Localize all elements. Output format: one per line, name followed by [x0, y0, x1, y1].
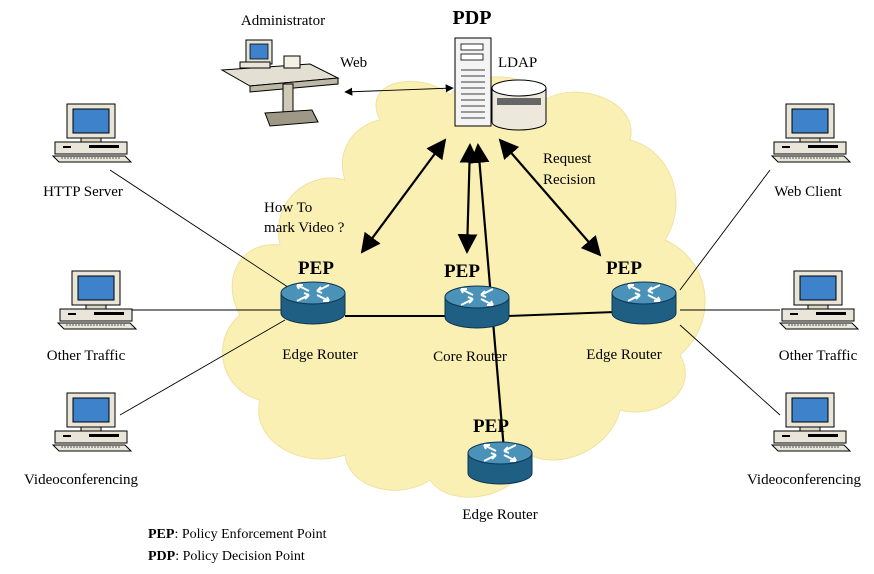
pep-label-right: PEP: [606, 258, 642, 279]
right-edge-router: [611, 281, 677, 325]
backbone-links: [345, 311, 616, 317]
arrow-pdp-left-edge: [360, 138, 447, 254]
pep-label-left: PEP: [298, 258, 334, 279]
left-other-traffic-computer: [57, 270, 137, 330]
left-other-traffic-label: Other Traffic: [47, 348, 126, 364]
legend-pdp-definition: : Policy Decision Point: [175, 549, 305, 564]
request-annotation-line1: Request: [543, 151, 592, 167]
legend-pep-term: PEP: [148, 527, 175, 542]
link-right-video: [679, 324, 781, 416]
legend-pdp-term: PDP: [148, 549, 176, 564]
left-edge-router: [280, 281, 346, 325]
arrow-pdp-core: [457, 143, 480, 254]
pdp-server: [454, 37, 492, 127]
web-client-computer: [771, 103, 851, 163]
web-label: Web: [340, 55, 367, 71]
right-edge-router-label: Edge Router: [586, 347, 661, 363]
pep-label-bottom: PEP: [473, 416, 509, 437]
policy-arrows: [360, 138, 602, 464]
left-videoconferencing-label: Videoconferencing: [24, 472, 139, 488]
web-client-label: Web Client: [774, 184, 842, 200]
left-videoconferencing-computer: [52, 392, 132, 452]
right-videoconferencing-label: Videoconferencing: [747, 472, 862, 488]
http-server-label: HTTP Server: [43, 184, 123, 200]
core-router-label: Core Router: [433, 349, 507, 365]
link-core-right: [507, 311, 616, 317]
pdp-title: PDP: [453, 7, 492, 29]
right-other-traffic-label: Other Traffic: [779, 348, 858, 364]
right-other-traffic-computer: [779, 270, 859, 330]
link-web-client: [679, 169, 771, 291]
administrator-workstation: [220, 39, 340, 127]
bottom-edge-router-label: Edge Router: [462, 507, 537, 523]
legend-pep-definition: : Policy Enforcement Point: [174, 527, 326, 542]
left-edge-router-label: Edge Router: [282, 347, 357, 363]
ldap-label: LDAP: [498, 55, 537, 71]
host-links: [109, 84, 781, 416]
request-annotation-line2: Recision: [543, 172, 596, 188]
legend-pdp: PDP: Policy Decision Point: [148, 549, 305, 564]
ldap-database: [491, 79, 547, 131]
bottom-edge-router: [467, 441, 533, 485]
how-to-annotation-line1: How To: [264, 200, 312, 216]
arrow-pdp-right-edge: [498, 138, 602, 257]
pep-label-core: PEP: [444, 261, 480, 282]
administrator-label: Administrator: [241, 13, 325, 29]
legend-pep: PEP: Policy Enforcement Point: [148, 527, 327, 542]
legend: PEP: Policy Enforcement Point PDP: Polic…: [148, 527, 327, 564]
link-http-server: [109, 169, 301, 296]
right-videoconferencing-computer: [771, 392, 851, 452]
link-left-video: [119, 319, 286, 416]
link-admin-web: [344, 84, 454, 96]
core-router: [444, 285, 510, 329]
http-server-computer: [52, 103, 132, 163]
how-to-annotation-line2: mark Video ?: [264, 220, 345, 236]
